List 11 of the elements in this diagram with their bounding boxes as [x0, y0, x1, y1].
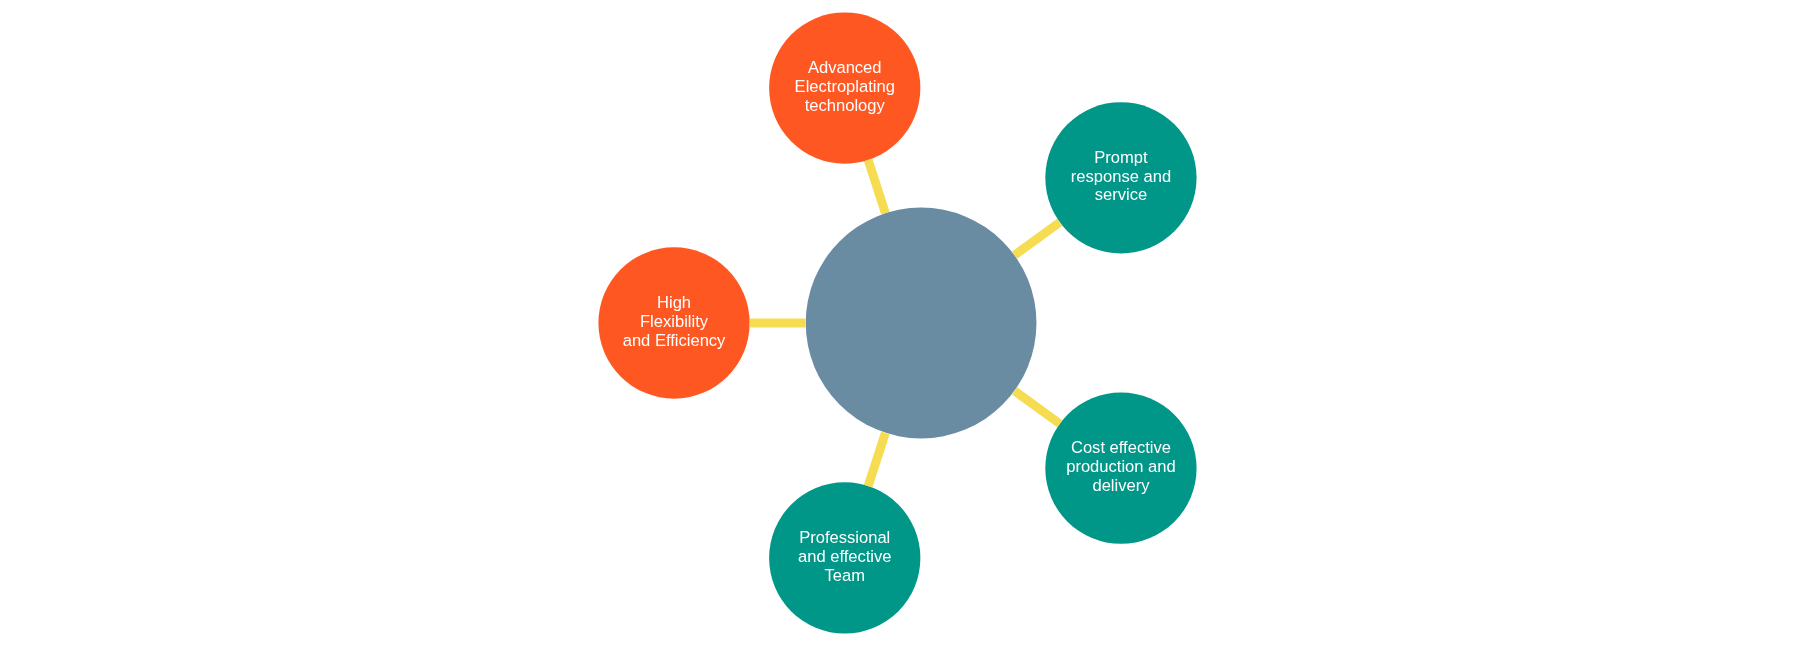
node-circle	[805, 207, 1037, 439]
connector	[1012, 387, 1063, 428]
node-circle: High Flexibility and Efficiency	[598, 247, 750, 399]
connector	[749, 318, 806, 328]
connector	[863, 431, 890, 488]
connector	[863, 158, 890, 215]
node-circle: Cost effective production and delivery	[1045, 392, 1197, 544]
node-circle: Advanced Electroplating technology	[769, 12, 921, 164]
connector	[1012, 218, 1063, 259]
node-circle: Prompt response and service	[1045, 102, 1197, 254]
node-circle: Professional and effective Team	[769, 482, 921, 634]
